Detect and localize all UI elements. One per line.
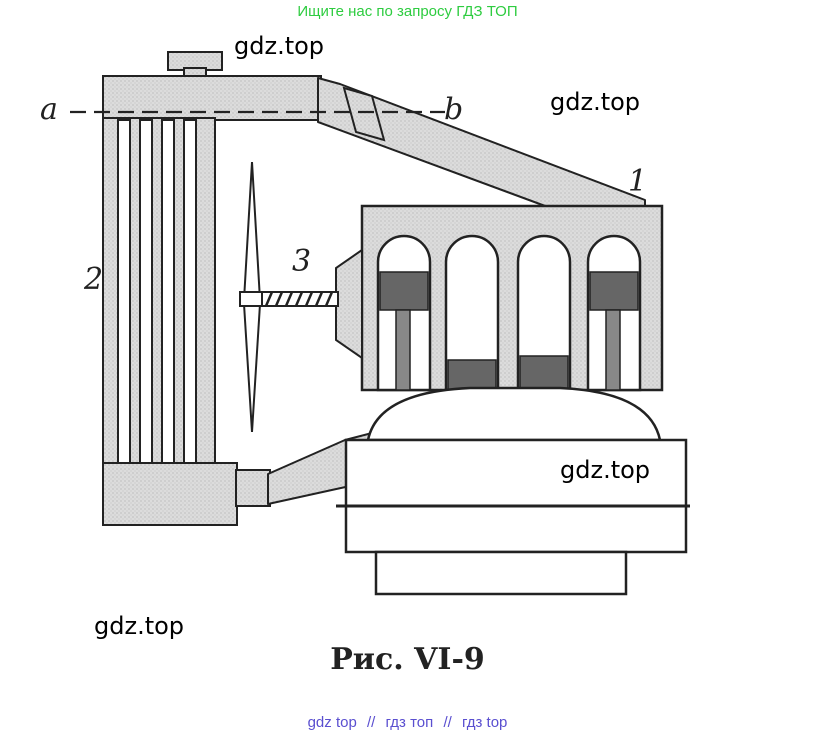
figure-caption: Рис. VI-9 bbox=[330, 642, 485, 677]
cylinder-4 bbox=[586, 234, 642, 392]
bottom-banner-link-3[interactable]: гдз top bbox=[461, 714, 508, 731]
watermark-2: gdz.top bbox=[550, 88, 641, 116]
cylinder-3 bbox=[516, 234, 572, 392]
label-part-2: 2 bbox=[84, 262, 104, 297]
bottom-banner-separator-1: // bbox=[366, 714, 376, 731]
bottom-banner[interactable]: gdz top // гдз топ // гдз top bbox=[0, 714, 815, 731]
watermark-4: gdz.top bbox=[94, 612, 185, 640]
radiator-bottom-tank bbox=[102, 462, 271, 526]
cylinder-2 bbox=[444, 234, 500, 392]
label-a: a bbox=[40, 92, 58, 127]
bottom-banner-separator-2: // bbox=[443, 714, 452, 731]
label-part-3: 3 bbox=[292, 244, 312, 279]
cylinder-1 bbox=[376, 234, 432, 392]
fan bbox=[239, 161, 339, 433]
watermark-1: gdz.top bbox=[234, 32, 325, 60]
crankcase bbox=[336, 386, 690, 596]
radiator-top-tank bbox=[102, 51, 322, 121]
top-banner[interactable]: Ищите нас по запросу ГДЗ ТОП bbox=[297, 3, 518, 20]
radiator-tubes bbox=[102, 117, 216, 467]
engine-block bbox=[335, 204, 664, 392]
watermark-3: gdz.top bbox=[560, 456, 651, 484]
bottom-banner-link-1[interactable]: gdz top bbox=[307, 714, 357, 731]
bottom-banner-link-2[interactable]: гдз топ bbox=[385, 714, 434, 731]
label-b: b bbox=[444, 92, 464, 127]
label-part-1: 1 bbox=[628, 164, 648, 199]
